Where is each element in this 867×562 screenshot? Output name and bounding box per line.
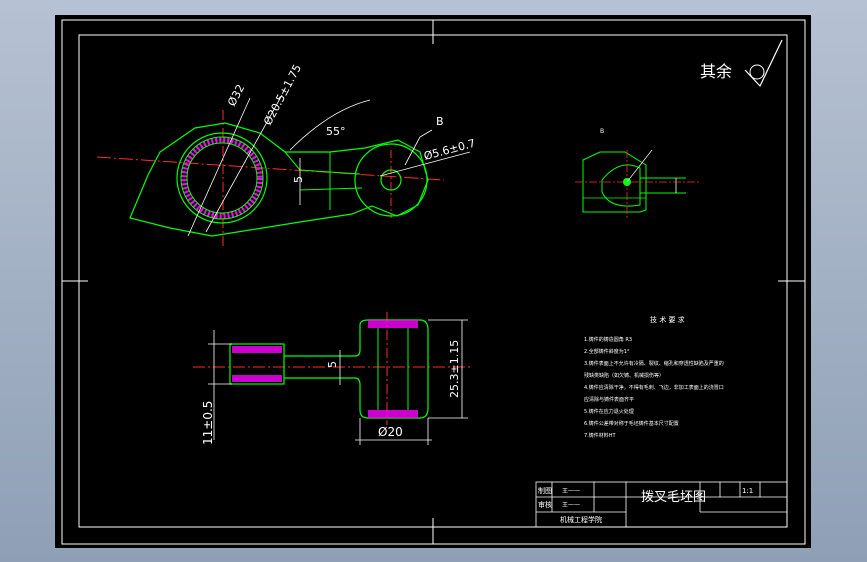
tech-item: 5.铸件在应力退火处理 [584, 408, 634, 415]
model-space [55, 15, 811, 548]
bore-circle [186, 142, 258, 214]
tech-item: 2.全部铸件斜度为1° [584, 348, 630, 355]
boss-hatch [181, 137, 263, 219]
front-left-boss [229, 343, 285, 385]
detail-outline [582, 151, 647, 213]
dim-front-web: 5 [326, 361, 339, 368]
drawn-name: 王一一 [562, 488, 580, 495]
front-view: 11±0.5 5 25.3±1.15 Ø20 [193, 312, 470, 445]
drawing-title: 拨叉毛坯图 [641, 490, 706, 505]
tech-item: 3.铸件表面上不允许有冷隔、裂纹、缩孔和穿透性缺陷及严重的 [584, 360, 724, 367]
tech-item: 4.铸件应清除干净，不得有毛刺、飞边，非加工表面上的浇冒口 [584, 384, 724, 391]
body-outline [129, 122, 429, 237]
tech-item: 6.铸件公差带对称于毛坯铸件基本尺寸配置 [584, 420, 679, 427]
drawn-label: 制图 [538, 486, 552, 495]
tech-item: 应清除与铸件表面齐平 [584, 396, 634, 403]
tech-item: 7.铸件材料HT [584, 432, 617, 439]
roughness-symbol: 其余 [700, 39, 783, 88]
section-mark: B [436, 115, 444, 128]
roughness-label: 其余 [700, 62, 732, 81]
checked-name: 王一一 [562, 502, 580, 509]
detail-label: B [600, 128, 604, 135]
dim-front-height: 25.3±1.15 [448, 340, 461, 398]
dim-front-left: 11±0.5 [201, 401, 215, 445]
boss-outer [176, 132, 268, 224]
dim-angle: 55° [326, 125, 346, 138]
front-body [284, 319, 429, 419]
dim-web: 5 [292, 176, 305, 183]
school-name: 机械工程学院 [560, 515, 602, 524]
small-hole [380, 169, 402, 191]
tech-requirements: 技 术 要 求 1.铸件的铸造圆角 R3 2.全部铸件斜度为1° 3.铸件表面上不允… [584, 315, 724, 439]
center-marks [62, 20, 805, 544]
tech-item: 残缺类缺陷（如欠铸、机械损伤等） [584, 372, 664, 379]
detail-view: B [575, 128, 700, 218]
dim-front-dia: Ø20 [378, 425, 403, 439]
checked-label: 审核 [538, 500, 552, 509]
scale-value: 1:1 [742, 487, 753, 495]
title-block: 制图 王一一 审核 王一一 拨叉毛坯图 1:1 机械工程学院 [535, 481, 788, 528]
tech-title: 技 术 要 求 [650, 315, 685, 324]
tech-item: 1.铸件的铸造圆角 R3 [584, 336, 632, 343]
small-end [354, 143, 428, 217]
